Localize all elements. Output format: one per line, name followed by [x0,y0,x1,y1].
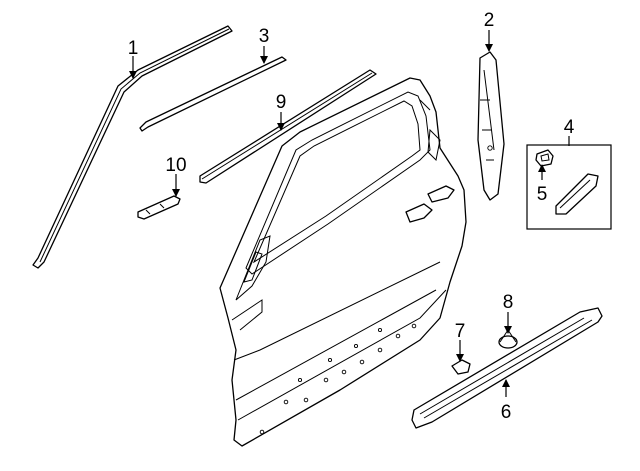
part-5-clip [535,149,554,167]
callout-3: 3 [259,26,270,47]
part-10-trim-clip [137,195,181,220]
part-6-rocker-moulding [411,307,603,429]
callout-labels: 1 2 3 4 5 6 7 8 9 10 [128,10,575,423]
door-shell [219,77,467,447]
mirror-cap [555,173,599,215]
leader-lines [129,30,570,397]
callout-2: 2 [484,10,495,31]
part-9-belt-moulding [199,69,377,184]
part-2-pillar-applique [477,51,505,201]
callout-10: 10 [165,155,186,176]
part-8-push-clip [498,329,518,349]
part-7-bracket [451,359,471,375]
callout-8: 8 [503,292,514,313]
part-3-weatherstrip [139,56,287,132]
callout-5: 5 [537,184,548,205]
callout-7: 7 [455,321,466,342]
callout-4: 4 [564,117,575,138]
part-4-kit-box [526,144,612,230]
callout-1: 1 [128,38,139,59]
callout-6: 6 [501,402,512,423]
callout-9: 9 [276,92,287,113]
